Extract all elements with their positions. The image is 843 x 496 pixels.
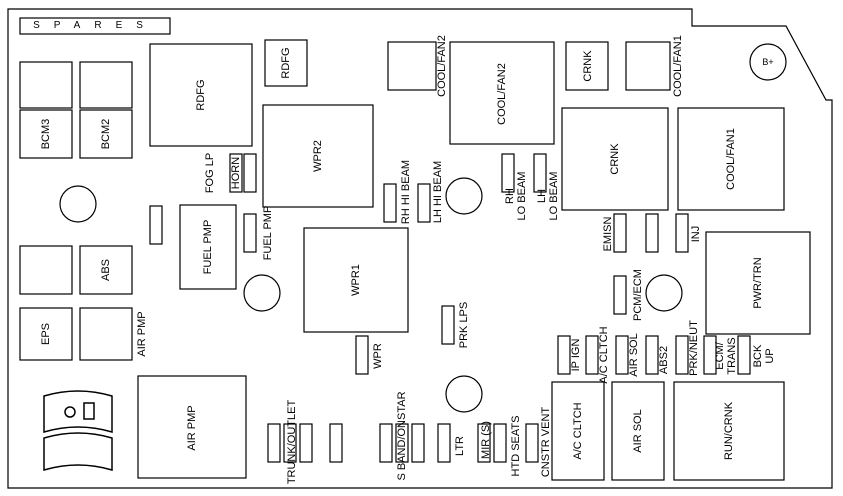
- label-rh-lo-beam: RH LO BEAM: [504, 171, 528, 221]
- label-pwr-trn: PWR/TRN: [752, 257, 764, 309]
- label-bck-up: BCK UP: [752, 344, 776, 368]
- relay-spare-2: [79, 61, 133, 109]
- fuse-puller-icon: [43, 390, 113, 472]
- mount-hole-3: [445, 177, 483, 215]
- label-fog-lp: FOG LP: [204, 152, 216, 194]
- label-lh-hi-beam: LH HI BEAM: [432, 160, 444, 224]
- mount-hole-2: [243, 274, 281, 312]
- label-cool-fan2-big: COOL/FAN2: [496, 63, 508, 125]
- label-prk-neut: PRK/NEUT: [688, 320, 700, 376]
- label-air-sol: AIR SOL: [628, 333, 640, 377]
- mount-hole-5: [645, 274, 683, 312]
- label-air-pmp-big: AIR PMP: [186, 405, 198, 451]
- battery-terminal: [749, 43, 787, 81]
- box-outline: [7, 8, 833, 489]
- relay-abs: [79, 245, 133, 295]
- relay-cool-fan2-big: [449, 41, 555, 145]
- relay-wpr2: [262, 104, 374, 208]
- relay-rdfg-big: [149, 43, 253, 147]
- label-bcm2: BCM2: [100, 118, 112, 150]
- relay-air-sol-big: [611, 381, 665, 481]
- label-wpr: WPR: [372, 343, 384, 369]
- label-ltr: LTR: [454, 436, 466, 456]
- label-cool-fan2-small: COOL/FAN2: [436, 35, 448, 97]
- relay-ac-clth-big: [551, 381, 605, 481]
- battery-label: B+: [762, 57, 774, 67]
- mount-hole-4: [445, 375, 483, 413]
- label-trunk-outlet: TRUNK/OUTLET: [286, 399, 298, 485]
- label-rdfg-big: RDFG: [195, 79, 207, 111]
- label-lh-lo-beam: LH LO BEAM: [536, 171, 560, 221]
- label-horn: HORN: [230, 156, 242, 190]
- label-abs: ABS: [100, 258, 112, 282]
- label-s-band-onstar: S BAND/ONSTAR: [396, 391, 408, 481]
- relay-spare-3: [19, 245, 73, 295]
- relay-air-pmp-big: [137, 375, 247, 479]
- relay-cool-fan1-small: [625, 41, 671, 91]
- label-mir-s: MIR (S): [480, 421, 492, 459]
- label-crnk-small: CRNK: [582, 50, 594, 82]
- label-prk-lps: PRK LPS: [458, 301, 470, 349]
- spares-strip: [19, 17, 171, 35]
- relay-fuel-pmp: [179, 204, 237, 290]
- relay-eps: [19, 307, 73, 361]
- label-crnk-big: CRNK: [609, 143, 621, 175]
- relay-crnk-small: [565, 41, 609, 91]
- relay-rdfg-small: [264, 39, 308, 87]
- label-air-pmp-small: AIR PMP: [136, 311, 148, 357]
- label-ac-clth-big: A/C CLTCH: [572, 402, 584, 460]
- mount-hole-1: [59, 185, 97, 223]
- label-cool-fan1-small: COOL/FAN1: [672, 35, 684, 97]
- spares-label: SPARES: [33, 20, 157, 31]
- label-ecm-trans: ECM/ TRANS: [714, 337, 738, 375]
- label-fuel-pmp-small: FUEL PMP: [262, 205, 274, 261]
- relay-cool-fan1-big: [677, 107, 785, 211]
- relay-crnk-big: [561, 107, 669, 211]
- label-emisn: EMISN: [602, 216, 614, 252]
- label-pcm-ecm: PCM/ECM: [632, 269, 644, 321]
- label-cnstr-vent: CNSTR VENT: [540, 406, 552, 478]
- label-run-crnk: RUN/CRNK: [723, 401, 735, 461]
- relay-run-crnk: [673, 381, 785, 481]
- label-eps: EPS: [40, 322, 52, 346]
- relay-bcm2: [79, 109, 133, 159]
- label-inj: INJ: [690, 225, 702, 243]
- label-ip-ign: IP IGN: [570, 338, 582, 372]
- label-rdfg-small: RDFG: [280, 47, 292, 79]
- label-cool-fan1-big: COOL/FAN1: [725, 128, 737, 190]
- label-htd-seats: HTD SEATS: [510, 415, 522, 477]
- relay-wpr1: [303, 227, 409, 333]
- label-ac-clth: A/C CLTCH: [598, 326, 610, 384]
- relay-cool-fan2-small: [387, 41, 437, 91]
- label-wpr1: WPR1: [350, 264, 362, 296]
- label-rh-hi-beam: RH HI BEAM: [400, 159, 412, 225]
- label-abs2: ABS2: [658, 345, 670, 375]
- label-bcm3: BCM3: [40, 118, 52, 150]
- label-air-sol-big: AIR SOL: [632, 409, 644, 453]
- label-fuel-pmp-big: FUEL PMP: [202, 219, 214, 275]
- relay-spare-1: [19, 61, 73, 109]
- relay-air-pmp-small: [79, 307, 133, 361]
- label-wpr2: WPR2: [312, 140, 324, 172]
- relay-pwr-trn: [705, 231, 811, 335]
- relay-bcm3: [19, 109, 73, 159]
